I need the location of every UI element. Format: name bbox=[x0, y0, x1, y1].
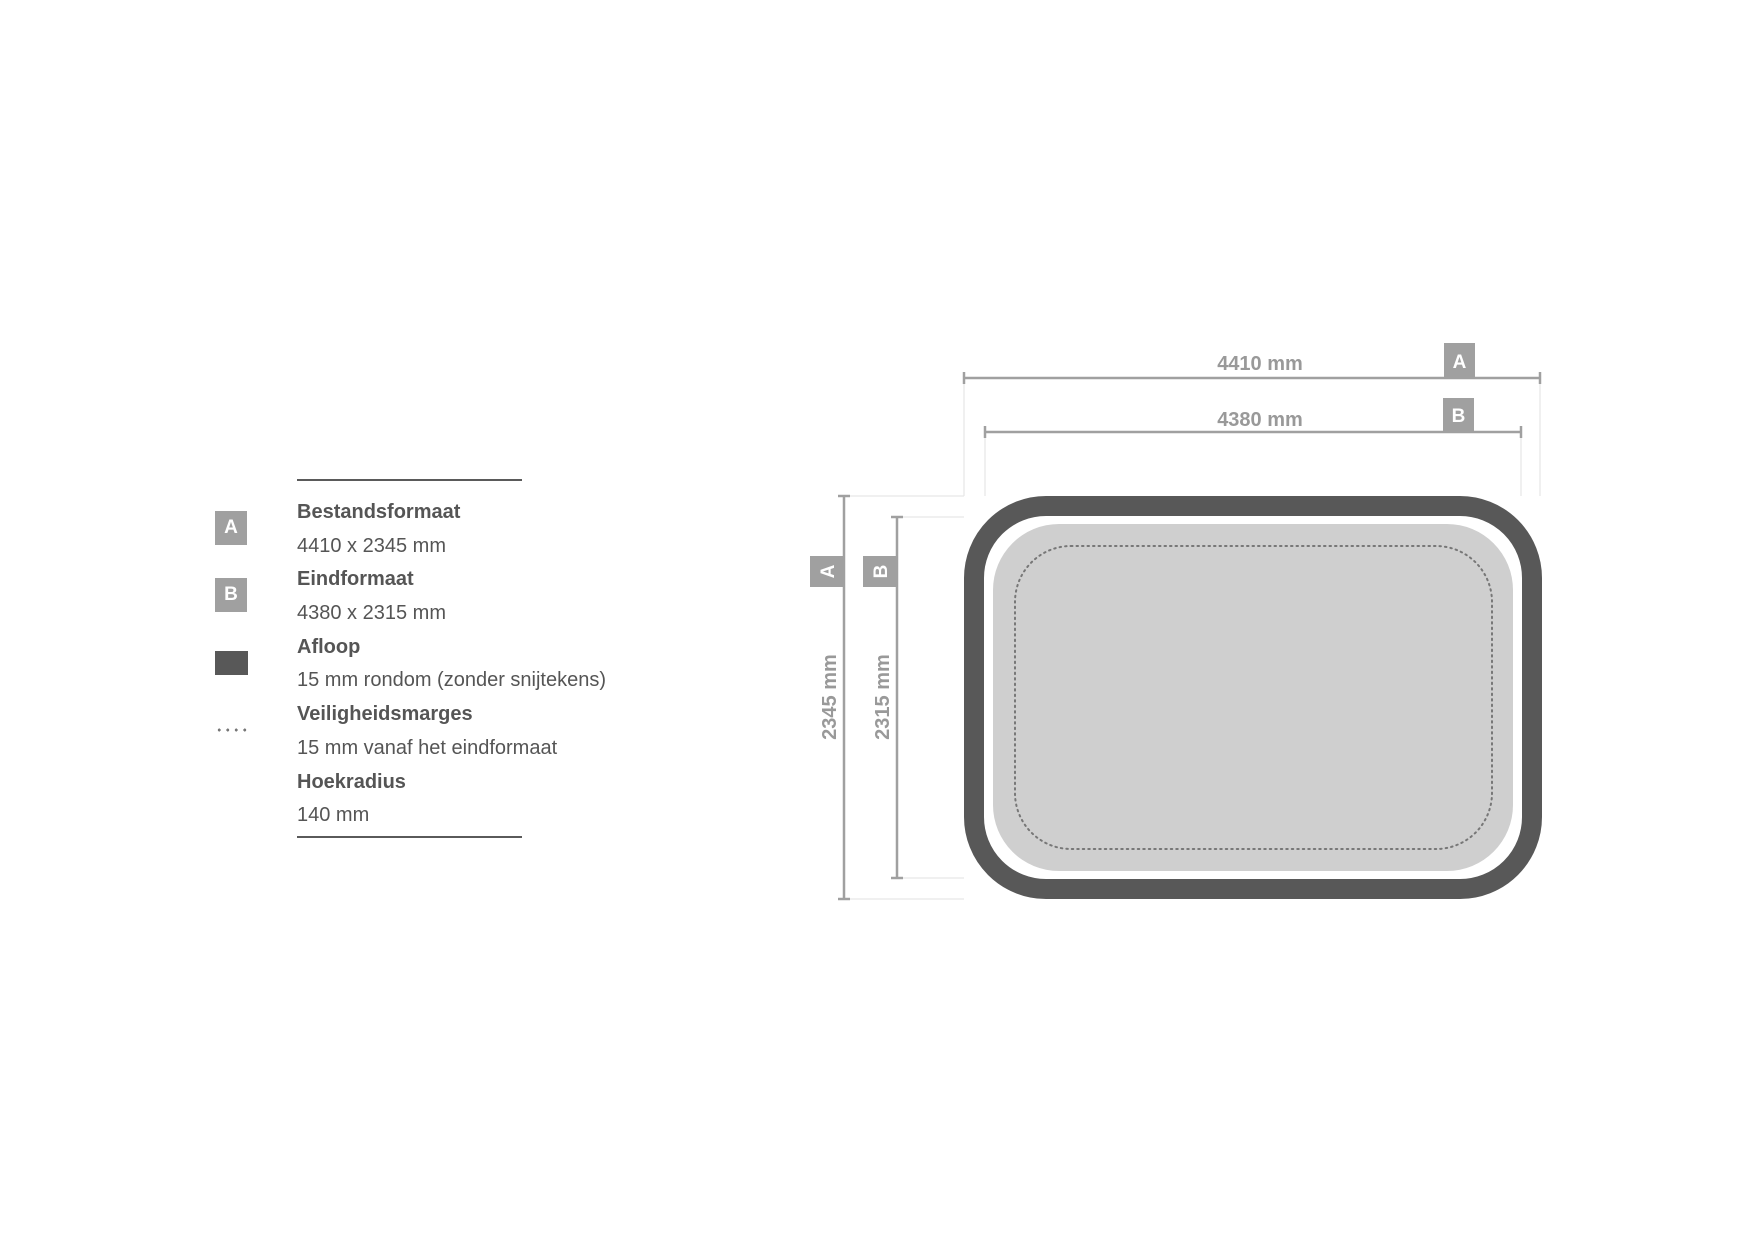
badge-a-icon: A bbox=[215, 511, 247, 545]
bleed-swatch-icon bbox=[215, 651, 248, 675]
legend-title-file-size: Bestandsformaat bbox=[297, 501, 461, 523]
badge-a-side bbox=[810, 556, 844, 587]
badge-b-top-label: B bbox=[1452, 406, 1466, 427]
height-b-label: 2315 mm bbox=[872, 654, 894, 740]
legend-value-final-size: 4380 x 2315 mm bbox=[297, 602, 446, 625]
badge-a-top bbox=[1444, 343, 1475, 378]
legend-value-safety-margin: 15 mm vanaf het eindformaat bbox=[297, 736, 558, 759]
width-b-label: 4380 mm bbox=[1217, 409, 1303, 431]
legend-title-bleed: Afloop bbox=[297, 635, 361, 658]
safety-margin-line bbox=[1014, 545, 1493, 850]
legend-value-corner-radius: 140 mm bbox=[297, 804, 370, 827]
dimension-width-b bbox=[983, 426, 1523, 438]
legend-top-rule bbox=[297, 479, 522, 481]
legend: Bestandsformaat 4410 x 2345 mm Eindforma… bbox=[297, 496, 606, 833]
legend-title-corner-radius: Hoekradius bbox=[297, 770, 406, 793]
width-a-label: 4410 mm bbox=[1217, 353, 1303, 375]
legend-bottom-rule bbox=[297, 836, 522, 838]
dotted-line-icon bbox=[215, 728, 249, 732]
legend-value-bleed: 15 mm rondom (zonder snijtekens) bbox=[297, 669, 607, 692]
badge-a-side-label: A bbox=[818, 564, 839, 578]
badge-b-side bbox=[863, 556, 897, 587]
final-size-area bbox=[993, 524, 1513, 871]
badge-b-top bbox=[1443, 398, 1474, 432]
legend-title-safety-margin: Veiligheidsmarges bbox=[297, 703, 473, 726]
badge-a-top-label: A bbox=[1453, 352, 1467, 373]
legend-value-file-size: 4410 x 2345 mm bbox=[297, 534, 446, 557]
badge-b-side-label: B bbox=[871, 565, 892, 579]
bleed-area bbox=[964, 496, 1542, 899]
height-a-label: 2345 mm bbox=[819, 654, 841, 740]
legend-title-final-size: Eindformaat bbox=[297, 568, 414, 591]
extension-lines bbox=[844, 378, 1541, 900]
badge-b-icon: B bbox=[215, 578, 247, 612]
